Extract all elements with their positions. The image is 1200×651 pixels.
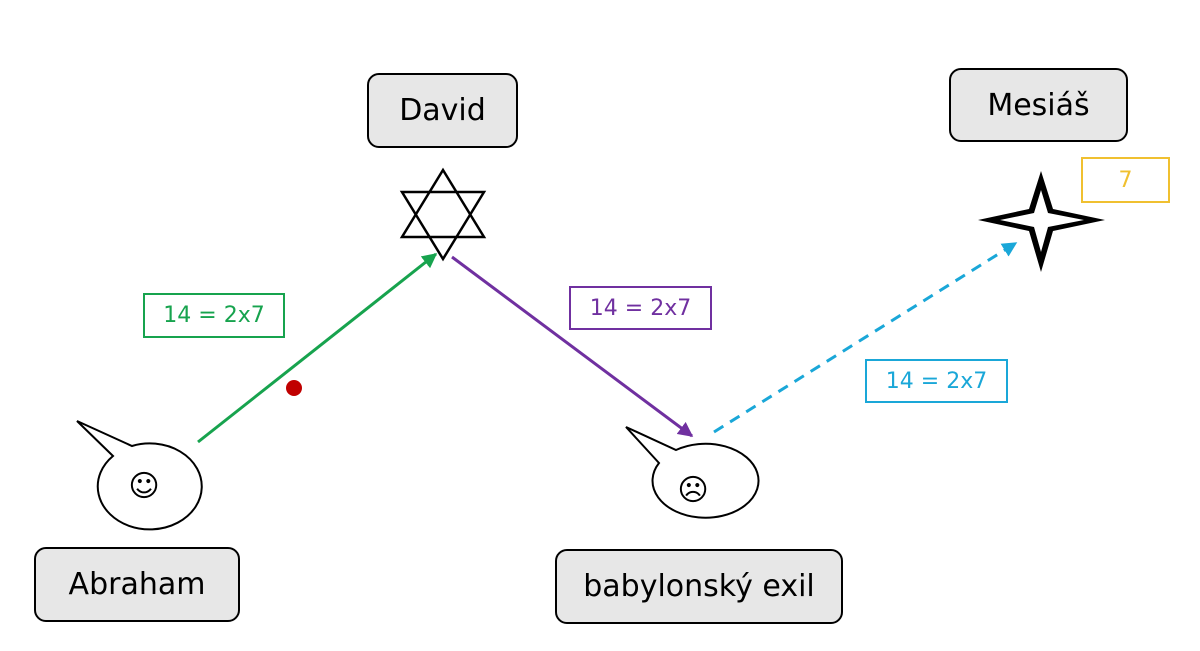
arrow-david-to-exile xyxy=(451,255,694,438)
label-exile-messiah-text: 14 = 2x7 xyxy=(885,368,988,394)
node-babylonian-exile-label: babylonský exil xyxy=(583,569,815,604)
label-abraham-david-text: 14 = 2x7 xyxy=(163,303,265,328)
label-exile-messiah: 14 = 2x7 xyxy=(865,359,1008,403)
label-messiah-count-text: 7 xyxy=(1118,167,1133,193)
node-david-label: David xyxy=(399,93,486,128)
node-abraham: Abraham xyxy=(34,547,240,622)
node-abraham-label: Abraham xyxy=(68,567,206,602)
arrow-abraham-to-david xyxy=(197,252,438,444)
four-point-star-icon xyxy=(978,171,1105,272)
node-messiah: Mesiáš xyxy=(949,68,1128,142)
frowning-face-icon: ☹ xyxy=(677,473,709,508)
red-dot-marker xyxy=(286,380,302,396)
speech-bubble-abraham xyxy=(76,420,203,531)
star-of-david-icon xyxy=(399,167,487,262)
node-david: David xyxy=(367,73,518,148)
label-david-exile-text: 14 = 2x7 xyxy=(589,295,692,321)
speech-bubble-exile xyxy=(625,426,760,519)
label-abraham-david: 14 = 2x7 xyxy=(143,293,285,338)
label-david-exile: 14 = 2x7 xyxy=(569,286,712,330)
smiley-face-icon: ☺ xyxy=(128,469,160,504)
node-messiah-label: Mesiáš xyxy=(987,87,1090,123)
node-babylonian-exile: babylonský exil xyxy=(555,549,843,624)
label-messiah-count: 7 xyxy=(1081,157,1170,203)
arrow-exile-to-messiah xyxy=(713,241,1018,434)
